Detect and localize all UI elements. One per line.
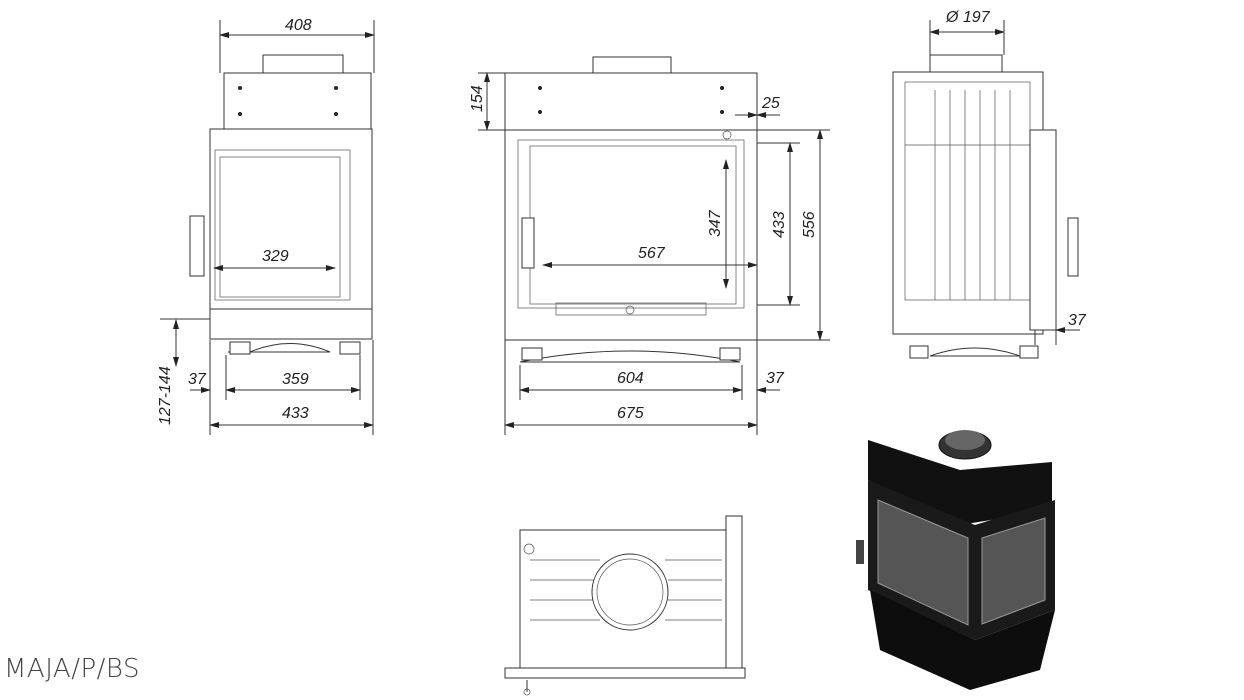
dim-offset: 37 — [188, 371, 207, 388]
dim-feet-span: 359 — [282, 371, 309, 388]
dim-glass-width: 567 — [638, 245, 666, 262]
front-view-narrow: 408 329 127-144 37 359 433 — [157, 17, 375, 435]
dim-feet-span: 604 — [617, 370, 644, 387]
dim-offset-top: 25 — [761, 95, 780, 112]
dim-top-height: 154 — [469, 85, 486, 112]
fireplace-3d-render — [856, 430, 1055, 690]
dim-glass-width: 329 — [262, 248, 289, 265]
dim-total-width: 675 — [617, 405, 644, 422]
dim-glass-height: 347 — [707, 209, 724, 237]
plan-view — [504, 515, 746, 696]
dim-width-bottom: 433 — [282, 405, 309, 422]
dim-offset: 37 — [1068, 312, 1087, 329]
dim-height-range: 127-144 — [157, 366, 174, 425]
dim-flue-diameter: Ø 197 — [945, 9, 991, 26]
dim-offset: 37 — [766, 370, 785, 387]
dim-door-height: 433 — [771, 211, 788, 238]
side-view: Ø 197 37 — [892, 9, 1087, 359]
dim-total-height: 556 — [801, 211, 818, 238]
model-name: MAJA/P/BS — [4, 654, 140, 684]
front-view-wide: 154 25 347 567 433 556 604 37 675 — [469, 56, 830, 435]
dim-width-top: 408 — [285, 17, 312, 34]
